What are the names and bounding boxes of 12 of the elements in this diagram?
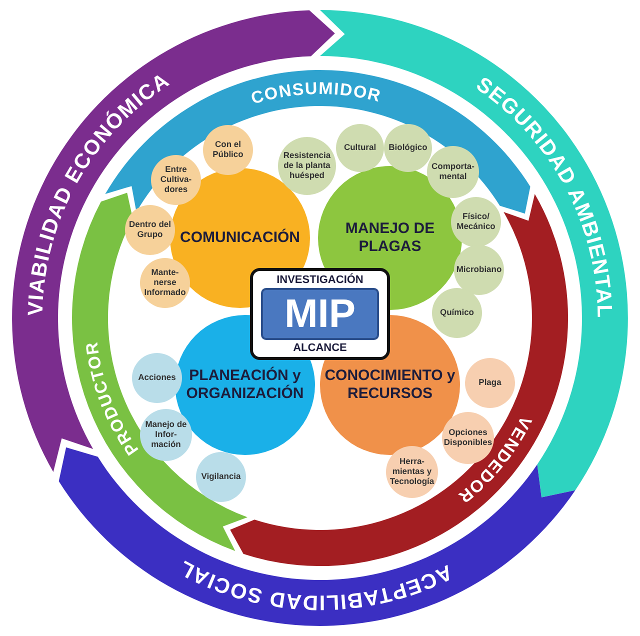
subtopic-circle: Biológico xyxy=(384,124,432,172)
subtopic-circle: Plaga xyxy=(465,358,515,408)
subtopic-circle: Acciones xyxy=(132,353,182,403)
subtopic-circle: Químico xyxy=(432,288,482,338)
subtopic-circle: Resistencia de la planta huésped xyxy=(278,137,336,195)
badge-title: MIP xyxy=(261,288,379,340)
subtopic-circle: Cultural xyxy=(336,124,384,172)
subtopic-circle: Manejo de Infor- mación xyxy=(140,409,192,461)
center-badge xyxy=(250,268,390,360)
subtopic-circle: Con el Público xyxy=(203,125,253,175)
subtopic-circle: Herra- mientas y Tecnología xyxy=(386,446,438,498)
subtopic-circle: Vigilancia xyxy=(196,452,246,502)
